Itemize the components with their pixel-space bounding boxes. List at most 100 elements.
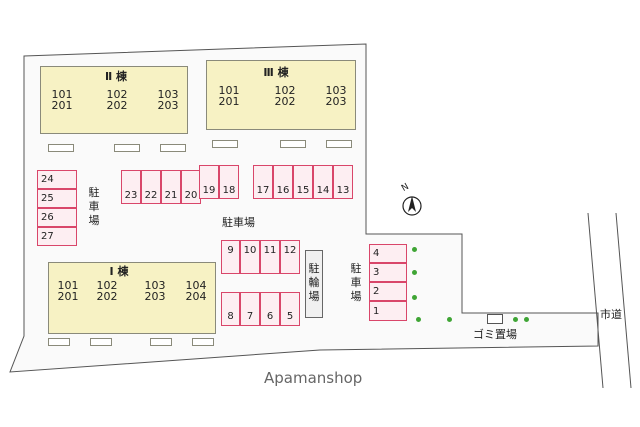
tree-icon [416,317,421,322]
parking-space-2: 2 [369,282,407,301]
building-2-unit-3: 103 203 [158,89,179,111]
watermark-text: Apamanshop [264,369,363,387]
building-2-title: Ⅱ 棟 [104,70,128,83]
building-1-title: Ⅰ 棟 [109,265,129,278]
building-3-unit-2: 102 202 [275,85,296,107]
entrance-step [212,140,238,148]
parking-center-label: 駐車場 [222,216,255,229]
label-char-2: 車 [88,200,100,213]
entrance-step [160,144,186,152]
building-2-unit-2: 102 202 [107,89,128,111]
parking-space-12: 12 [280,240,300,274]
parking-space-27: 27 [37,227,77,246]
parking-space-14: 14 [313,165,333,199]
unit-number-lower: 202 [96,290,118,303]
label-char-2: 車 [350,276,362,289]
unit-number-lower: 201 [57,290,79,303]
label-char-3: 場 [350,290,362,303]
unit-number-upper: 103 [325,84,347,97]
entrance-step [192,338,214,346]
building-1 [48,262,216,334]
tree-icon [412,295,417,300]
parking-space-13: 13 [333,165,353,199]
parking-space-26: 26 [37,208,77,227]
unit-number-upper: 101 [51,88,73,101]
garbage-area-label: ゴミ置場 [473,328,517,341]
building-3-unit-1: 101 201 [219,85,240,107]
entrance-step [114,144,140,152]
parking-space-10: 10 [240,240,260,274]
garbage-bin-icon [487,314,503,324]
road-line-left [587,212,604,389]
unit-number-upper: 102 [274,84,296,97]
parking-west-label: 駐 車 場 [87,186,101,228]
building-1-unit-3: 103 203 [145,280,166,302]
entrance-step [48,144,74,152]
building-3-title: Ⅲ 棟 [263,66,289,79]
label-char-1: 駐 [308,262,320,275]
label-char-1: 駐 [88,186,100,199]
building-3 [206,60,356,130]
tree-icon [412,247,417,252]
parking-space-4: 4 [369,244,407,263]
label-char-1: 駐 [350,262,362,275]
entrance-step [150,338,172,346]
unit-number-upper: 104 [185,279,207,292]
parking-space-1: 1 [369,301,407,321]
parking-space-9: 9 [221,240,240,274]
unit-number-lower: 201 [51,99,73,112]
entrance-step [48,338,70,346]
parking-space-25: 25 [37,189,77,208]
unit-number-upper: 101 [218,84,240,97]
tree-icon [447,317,452,322]
unit-number-upper: 103 [144,279,166,292]
unit-number-upper: 101 [57,279,79,292]
entrance-step [90,338,112,346]
city-road-label: 市道 [600,308,622,321]
unit-number-lower: 203 [144,290,166,303]
parking-space-8: 8 [221,292,240,326]
parking-space-5: 5 [280,292,300,326]
parking-space-6: 6 [260,292,280,326]
entrance-step [326,140,352,148]
building-2-unit-1: 101 201 [52,89,73,111]
building-1-unit-4: 104 204 [186,280,207,302]
tree-icon [524,317,529,322]
parking-space-17: 17 [253,165,273,199]
tree-icon [513,317,518,322]
unit-number-lower: 203 [325,95,347,108]
unit-number-lower: 204 [185,290,207,303]
parking-space-22: 22 [141,170,161,204]
parking-space-19: 19 [199,165,219,199]
tree-icon [412,270,417,275]
unit-number-lower: 202 [106,99,128,112]
unit-number-upper: 102 [106,88,128,101]
parking-space-24: 24 [37,170,77,189]
north-arrow-icon [402,196,422,216]
parking-space-7: 7 [240,292,260,326]
unit-number-lower: 202 [274,95,296,108]
parking-space-3: 3 [369,263,407,282]
parking-space-15: 15 [293,165,313,199]
parking-space-18: 18 [219,165,239,199]
parking-space-20: 20 [181,170,201,204]
parking-space-11: 11 [260,240,280,274]
unit-number-lower: 201 [218,95,240,108]
parking-space-21: 21 [161,170,181,204]
unit-number-upper: 102 [96,279,118,292]
building-1-unit-1: 101 201 [58,280,79,302]
unit-number-upper: 103 [157,88,179,101]
parking-space-23: 23 [121,170,141,204]
building-1-unit-2: 102 202 [97,280,118,302]
label-char-2: 輪 [308,276,320,289]
bicycle-parking-label: 駐 輪 場 [307,262,321,304]
building-2 [40,66,188,134]
label-char-3: 場 [88,214,100,227]
unit-number-lower: 203 [157,99,179,112]
parking-east-label: 駐 車 場 [349,262,363,304]
road-line-right [615,212,632,389]
building-3-unit-3: 103 203 [326,85,347,107]
bicycle-parking-area [305,250,323,318]
label-char-3: 場 [308,290,320,303]
parking-space-16: 16 [273,165,293,199]
